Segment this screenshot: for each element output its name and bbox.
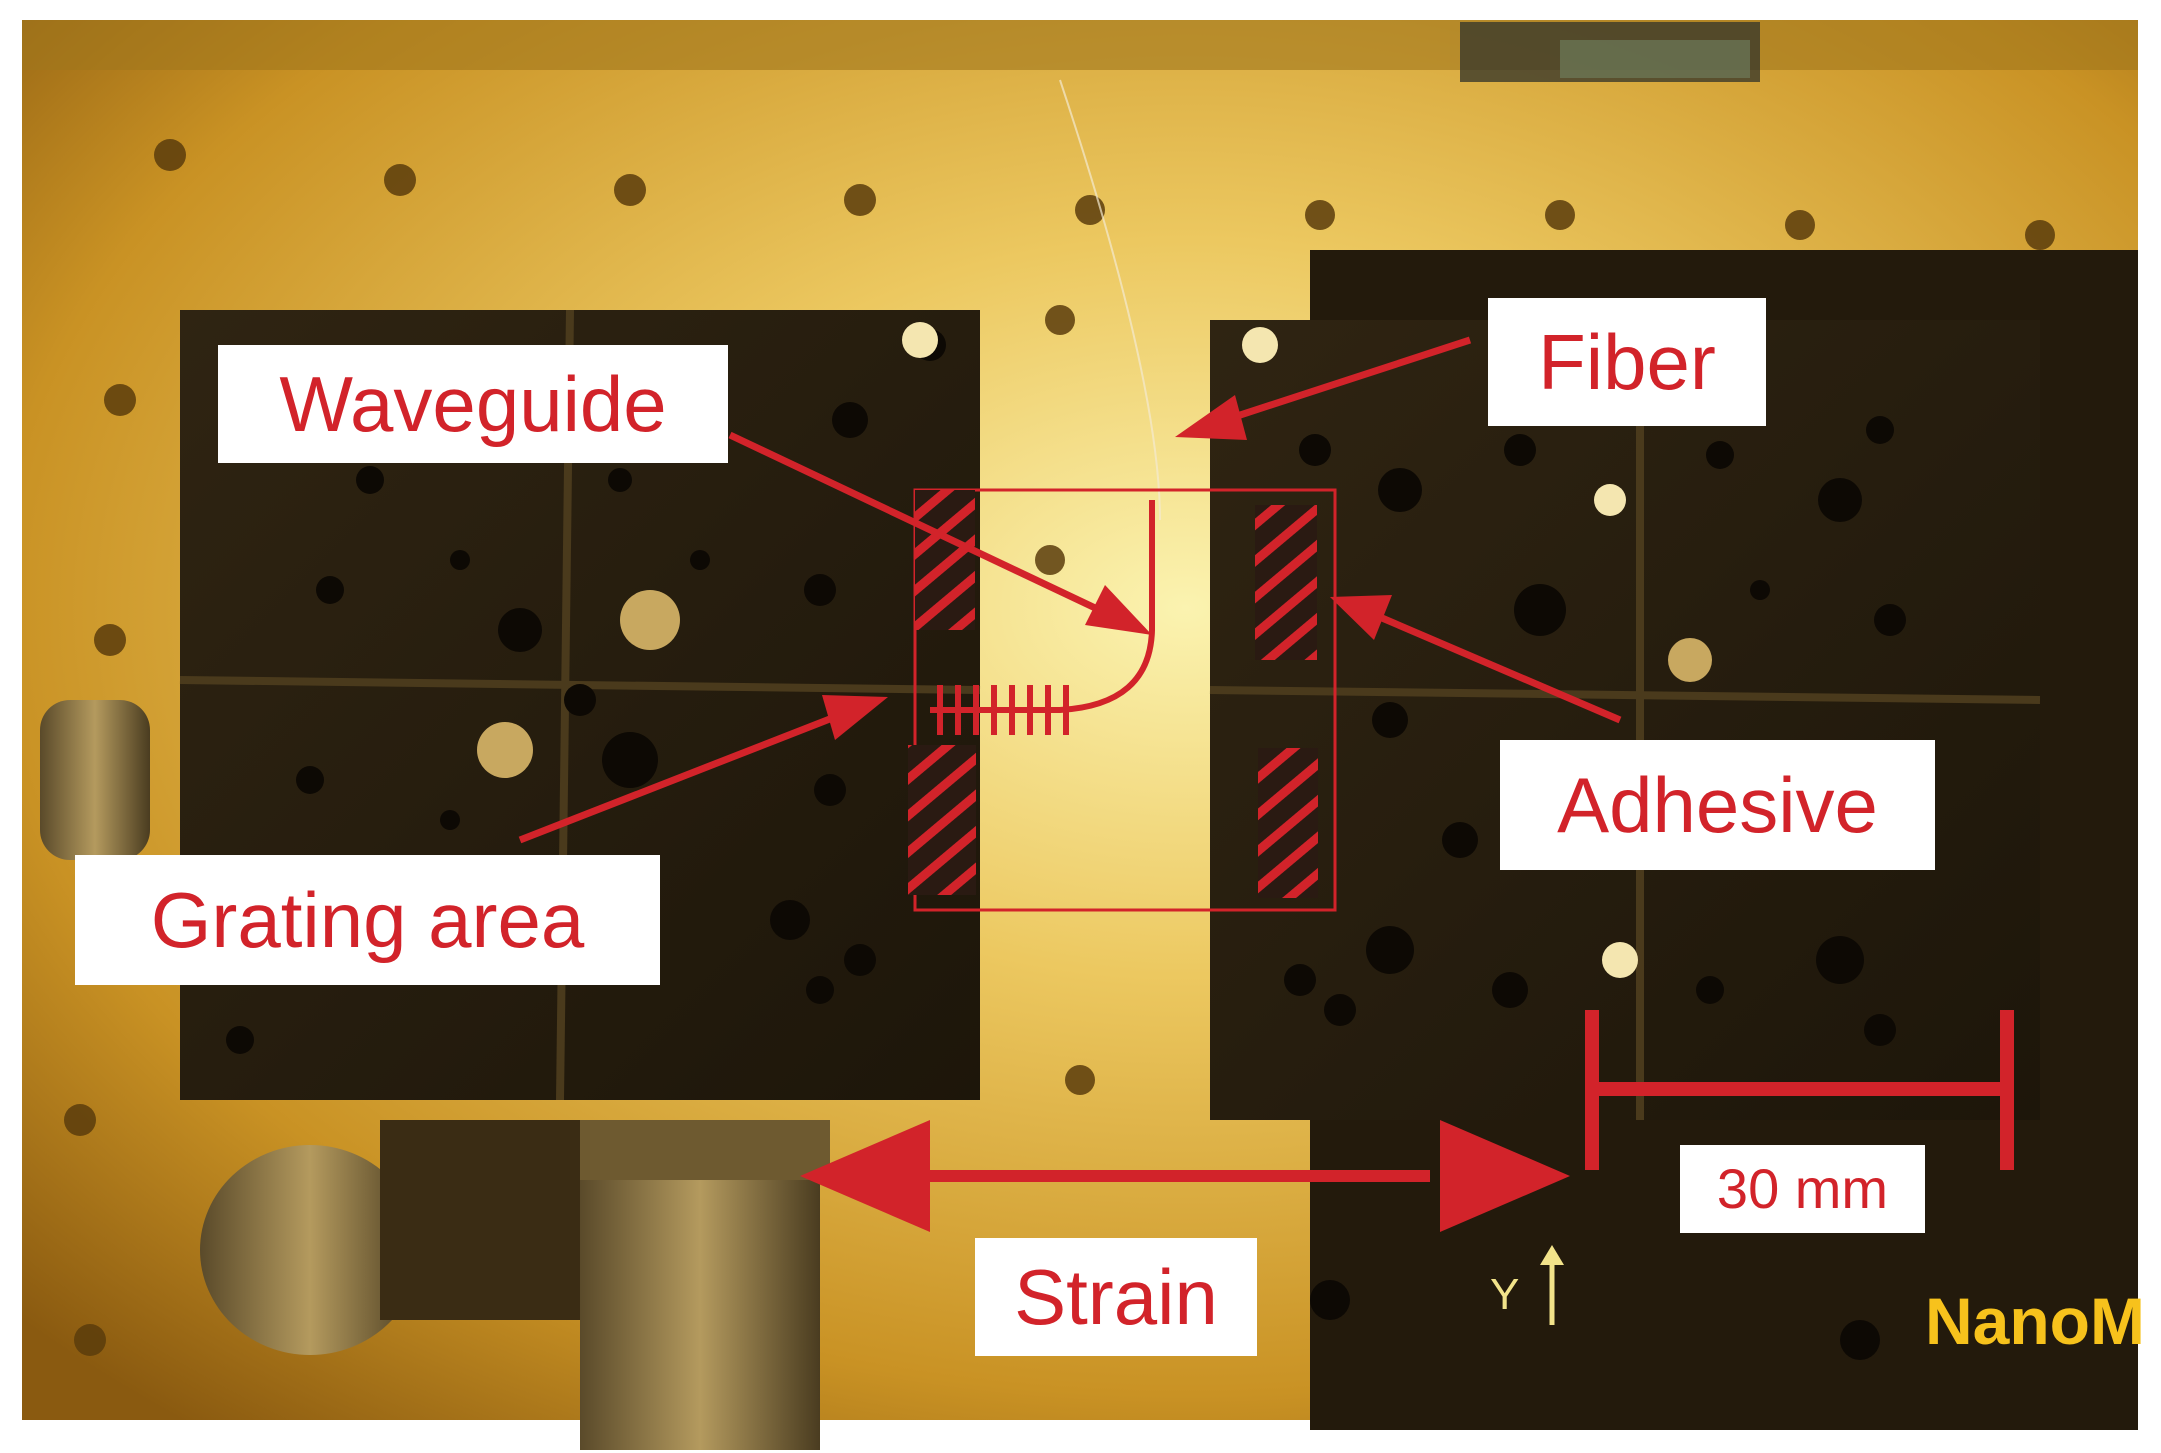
adhesive-label: Adhesive [1500,740,1935,870]
annotation-arrows [518,336,1622,844]
stage-brand-text: NanoM [1925,1284,2145,1358]
y-axis-arrow-icon [1540,1245,1564,1325]
stage-axis-label: Y [1490,1270,1520,1319]
scale-bar-label: 30 mm [1680,1145,1925,1233]
waveguide-path [930,500,1155,713]
waveguide-label: Waveguide [218,345,728,463]
strain-label: Strain [975,1238,1257,1356]
grating-area-label: Grating area [75,855,660,985]
device-sketch [908,488,1337,912]
strain-arrow [800,1120,1570,1232]
micrometer-knobs [40,700,830,1450]
fiber-label: Fiber [1488,298,1766,426]
grating-lines [937,685,1069,735]
optical-fiber [1059,79,1161,521]
scale-bar [1585,1010,2014,1170]
